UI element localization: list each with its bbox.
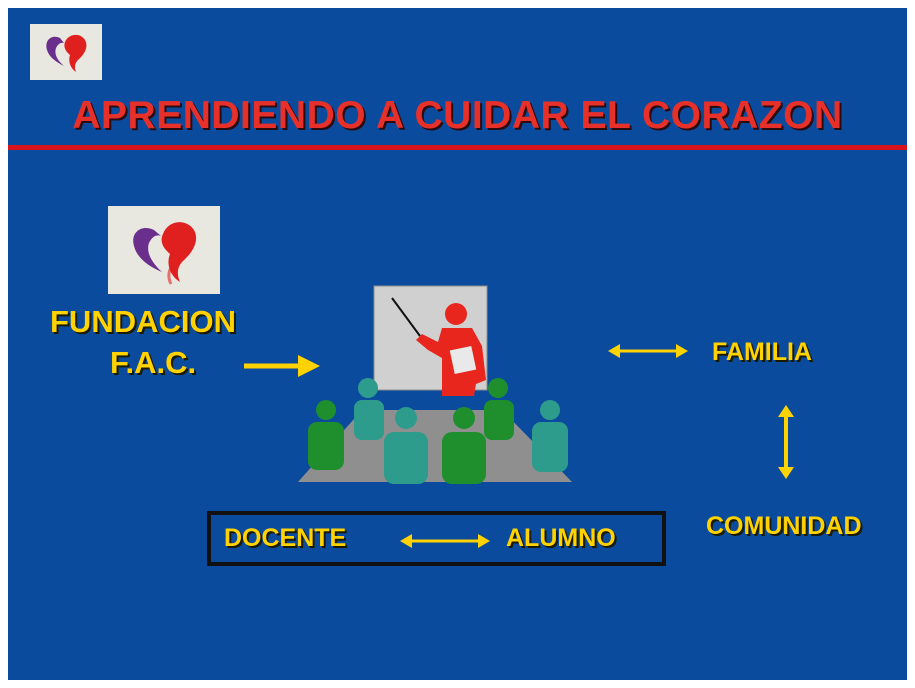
alumno-label: ALUMNO: [506, 524, 616, 552]
comunidad-label: COMUNIDAD: [706, 512, 862, 540]
arrow-right-icon: [244, 355, 320, 377]
double-arrow-vertical-icon: [778, 405, 794, 479]
double-arrow-horizontal-icon: [608, 344, 688, 358]
docente-label: DOCENTE: [224, 524, 347, 552]
heart-logo-icon: [46, 34, 87, 72]
title-divider: [8, 145, 907, 150]
teacher-classroom-icon: [298, 285, 572, 484]
familia-label: FAMILIA: [712, 338, 812, 366]
docente-alumno-box: [207, 511, 666, 566]
double-arrow-horizontal-icon: [400, 534, 490, 548]
slide-title: APRENDIENDO A CUIDAR EL CORAZON: [72, 94, 843, 137]
large-logo: [108, 206, 220, 294]
fundacion-line1: FUNDACION: [50, 304, 236, 339]
slide: APRENDIENDO A CUIDAR EL CORAZON FUNDACIO…: [8, 8, 907, 680]
heart-logo-icon: [133, 222, 197, 285]
small-logo: [30, 24, 102, 80]
fundacion-line2: F.A.C.: [110, 345, 197, 380]
